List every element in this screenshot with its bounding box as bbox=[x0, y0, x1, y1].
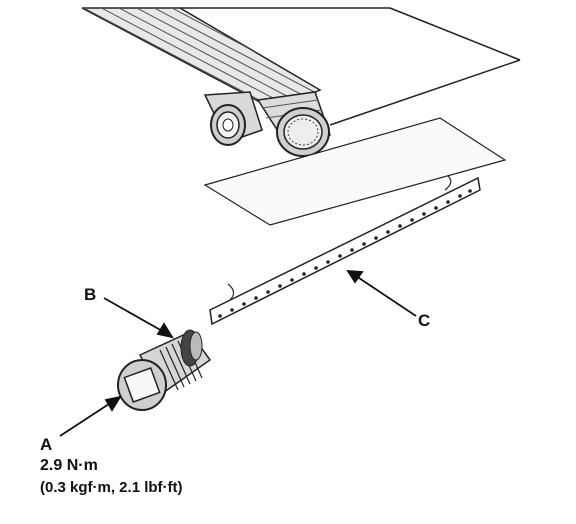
leader-arrows bbox=[59, 269, 417, 437]
pipe-fitting-left bbox=[203, 91, 263, 146]
threaded-plug bbox=[117, 329, 212, 411]
callout-c: C bbox=[418, 311, 431, 330]
callout-a: A bbox=[40, 435, 53, 454]
o-ring bbox=[180, 329, 203, 367]
callout-b: B bbox=[84, 285, 97, 304]
receiver-housing bbox=[256, 91, 331, 157]
torque-spec-imperial: (0.3 kgf·m, 2.1 lbf·ft) bbox=[40, 479, 183, 496]
reference-panel bbox=[203, 117, 507, 226]
desiccant-bag bbox=[209, 175, 481, 326]
torque-spec-metric: 2.9 N·m bbox=[40, 457, 98, 474]
